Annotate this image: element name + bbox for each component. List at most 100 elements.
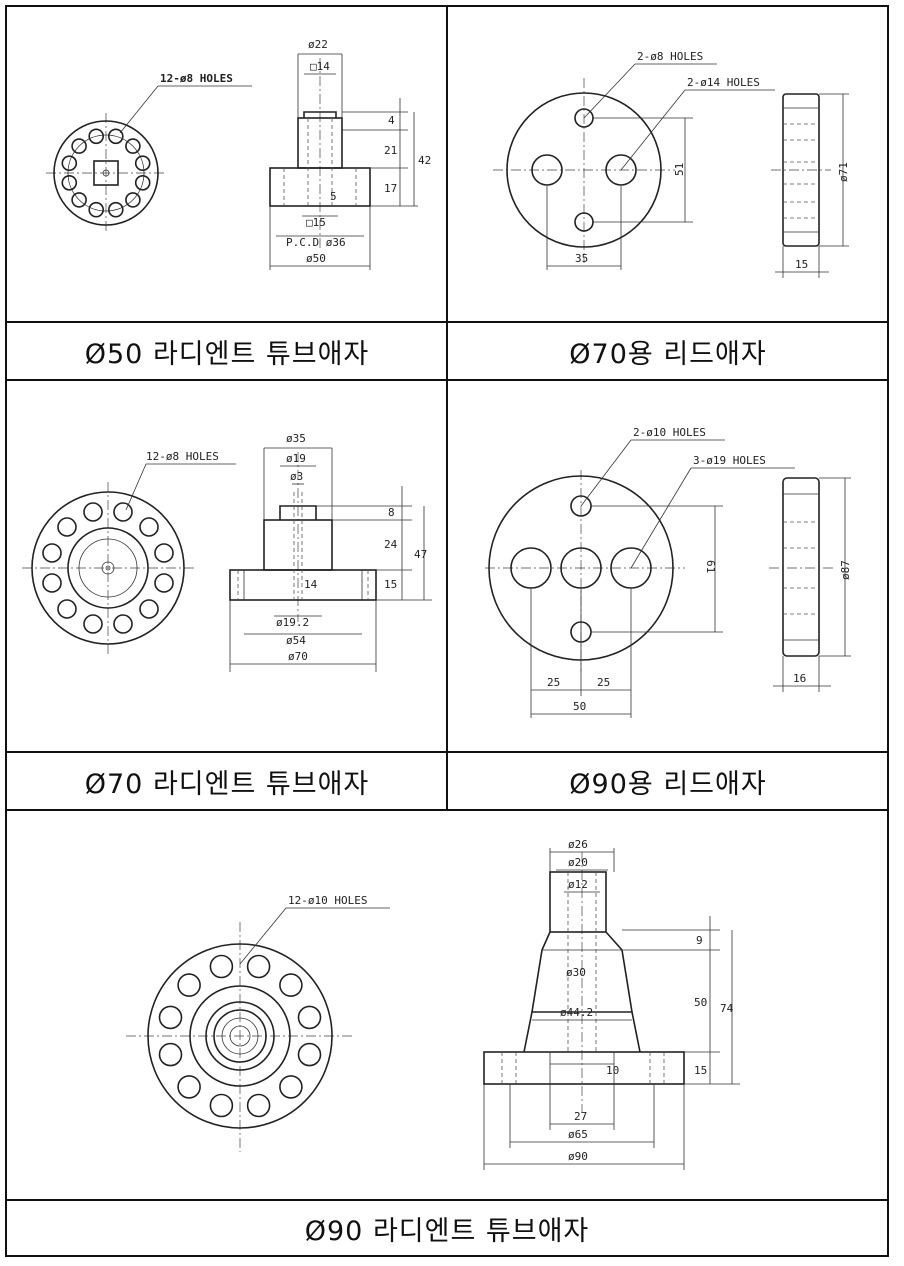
bolt-hole [42, 573, 62, 593]
dim-25a: 25 [547, 676, 560, 689]
bolt-hole [279, 973, 303, 997]
bolt-hole [113, 502, 133, 522]
dim-10: 10 [606, 1064, 619, 1077]
bolt-hole [139, 517, 159, 537]
dim-d70: ø70 [288, 650, 308, 663]
bolt-hole [154, 543, 174, 563]
holes-large-label: 2-ø14 HOLES [687, 76, 760, 89]
dim-74: 74 [720, 1002, 734, 1015]
dim-4: 4 [388, 114, 395, 127]
panel-drawing-p2: 2-ø8 HOLES 2-ø14 HOLES 51 35 ø71 [493, 50, 850, 278]
bolt-hole [71, 138, 87, 154]
bolt-hole [279, 1075, 303, 1099]
front-view [126, 922, 354, 1152]
dim-24: 24 [384, 538, 398, 551]
dim-d3: ø3 [290, 470, 303, 483]
bolt-hole [83, 614, 103, 634]
bolt-hole [125, 138, 141, 154]
dim-d65: ø65 [568, 1128, 588, 1141]
caption-p2: Ø70용 리드애자 [449, 324, 887, 379]
bolt-hole [158, 1042, 183, 1067]
caption-p4: Ø90용 리드애자 [449, 754, 887, 809]
caption-p3: Ø70 라디엔트 튜브애자 [8, 754, 446, 809]
dim-5: 5 [330, 190, 337, 203]
bolt-hole [71, 192, 87, 208]
bolt-hole [209, 954, 234, 979]
holes-small-label: 2-ø10 HOLES [633, 426, 706, 439]
dim-42: 42 [418, 154, 431, 167]
bolt-hole [209, 1093, 234, 1118]
dim-14: 14 [304, 578, 318, 591]
front-view [493, 78, 675, 263]
bolt-hole [158, 1005, 183, 1030]
bolt-hole [61, 155, 78, 171]
dim-d12: ø12 [568, 878, 588, 891]
dim-d192: ø19.2 [276, 616, 309, 629]
dim-d442: ø44.2 [560, 1006, 593, 1019]
dim-61: 61 [704, 560, 717, 573]
holes-label: 12-ø10 HOLES [288, 894, 367, 907]
side-view [229, 452, 377, 622]
dim-d50: ø50 [306, 252, 326, 265]
bolt-hole [297, 1042, 322, 1067]
bolt-hole [134, 175, 151, 191]
bolt-hole [83, 502, 103, 522]
dim-d20: ø20 [568, 856, 588, 869]
holes-label: 12-ø8 HOLES [146, 450, 219, 463]
front-view [46, 113, 166, 233]
dim-8: 8 [388, 506, 395, 519]
bolt-hole [297, 1005, 322, 1030]
side-view [483, 852, 685, 1112]
holes-large-label: 3-ø19 HOLES [693, 454, 766, 467]
bolt-hole [177, 973, 201, 997]
panel-drawing-p4: 2-ø10 HOLES 3-ø19 HOLES 61 25 25 50 ø87 [485, 426, 852, 718]
dim-d35: ø35 [286, 432, 306, 445]
dim-35: 35 [575, 252, 588, 265]
dim-50: 50 [694, 996, 707, 1009]
dim-d19: ø19 [286, 452, 306, 465]
dim-s14: □14 [310, 60, 330, 73]
dim-16: 16 [793, 672, 806, 685]
front-view [22, 482, 194, 654]
dim-27: 27 [574, 1110, 587, 1123]
bolt-hole [177, 1075, 201, 1099]
holes-label: 12-ø8 HOLES [160, 72, 233, 85]
dim-pcd: P.C.D ø36 [286, 236, 346, 249]
holes-small-label: 2-ø8 HOLES [637, 50, 703, 63]
bolt-hole [246, 954, 271, 979]
panel-drawing-p1: 12-ø8 HOLES ø22 □14 4 21 42 17 5 □15 [46, 38, 431, 270]
bolt-hole [108, 128, 124, 145]
bolt-hole [88, 128, 104, 145]
dim-s15: □15 [306, 216, 326, 229]
bolt-hole [88, 201, 104, 218]
bolt-hole [57, 517, 77, 537]
dim-d26: ø26 [568, 838, 588, 851]
caption-p5: Ø90 라디엔트 튜브애자 [8, 1202, 886, 1254]
dim-15: 15 [694, 1064, 707, 1077]
dim-17: 17 [384, 182, 397, 195]
bolt-hole [134, 155, 151, 171]
bolt-hole [154, 573, 174, 593]
bolt-hole [108, 201, 124, 218]
dim-25b: 25 [597, 676, 610, 689]
side-view [771, 93, 831, 247]
bolt-hole [42, 543, 62, 563]
dim-d71: ø71 [837, 162, 850, 182]
dim-21: 21 [384, 144, 397, 157]
bolt-hole [246, 1093, 271, 1118]
bolt-hole [139, 599, 159, 619]
bolt-hole [61, 175, 78, 191]
dim-d30: ø30 [566, 966, 586, 979]
dim-15: 15 [795, 258, 808, 271]
side-view [769, 477, 833, 657]
dim-d54: ø54 [286, 634, 306, 647]
dim-d87: ø87 [839, 560, 852, 580]
dim-50: 50 [573, 700, 586, 713]
dim-15: 15 [384, 578, 397, 591]
caption-p1: Ø50 라디엔트 튜브애자 [8, 324, 446, 379]
bolt-hole [113, 614, 133, 634]
panel-drawing-p3: 12-ø8 HOLES ø35 ø19 ø3 8 24 47 15 [22, 432, 432, 672]
dim-47: 47 [414, 548, 427, 561]
dim-9: 9 [696, 934, 703, 947]
